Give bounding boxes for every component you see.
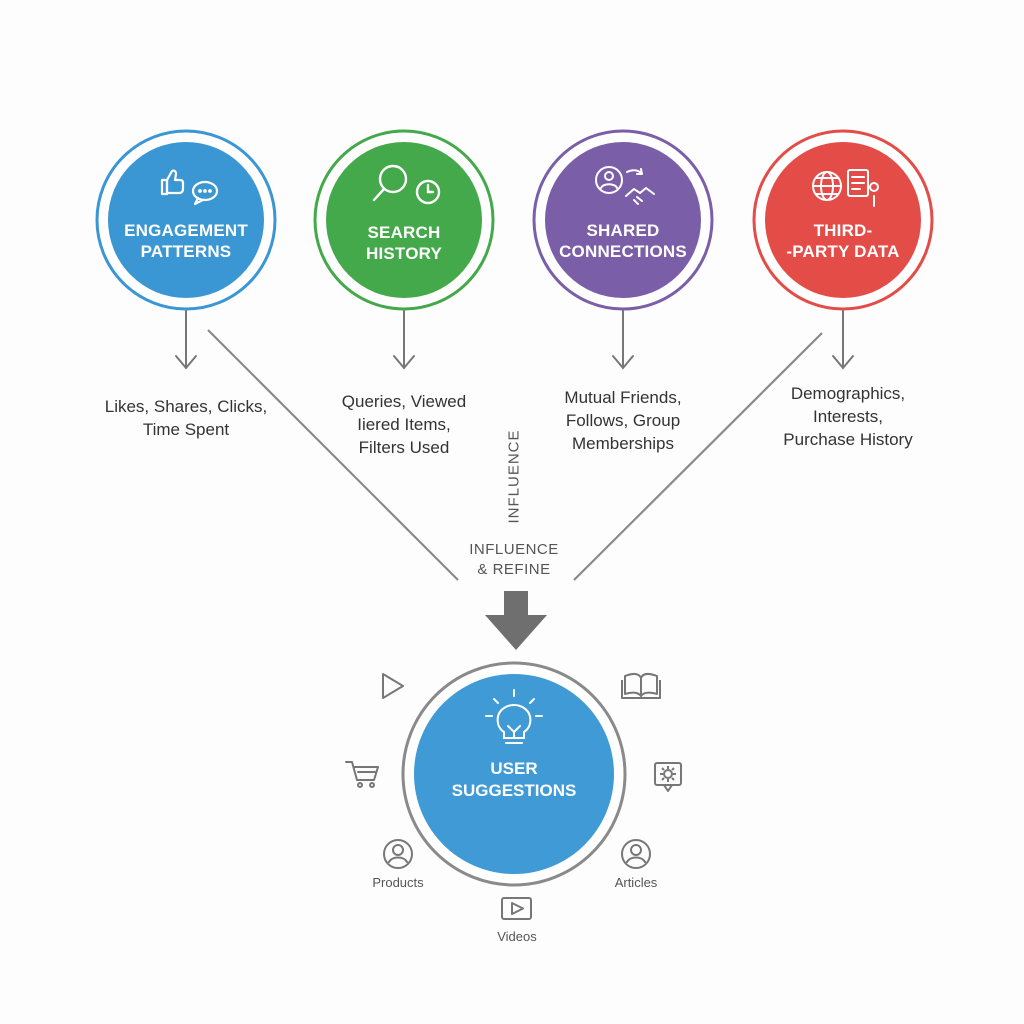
lightbulb-icon [485,689,543,744]
user-circle-icon [383,839,413,869]
source-detail-thirdparty: Demographics,Interests,Purchase History [783,384,913,449]
source-node-shared [532,129,714,311]
handshake-user-icon [595,166,655,205]
source-node-thirdparty [752,129,934,311]
hub-node [401,661,627,887]
source-node-search [313,129,495,311]
gear-bubble-icon [654,762,682,792]
converge-line-right [573,332,823,581]
search-clock-icon [372,164,441,205]
output-label-products: Products [372,875,424,890]
influence-vertical-label: INFLUENCE [505,429,523,524]
like-comment-icon [160,169,219,206]
cart-icon [345,761,379,788]
play-icon [382,673,404,699]
arrow-search-down [393,310,415,370]
book-icon [621,672,661,699]
influence-refine-label: INFLUENCE& REFINE [469,541,559,578]
output-label-videos: Videos [497,929,537,944]
arrow-engagement-down [175,310,197,370]
main-down-arrow [485,591,547,650]
source-node-engagement [95,129,277,311]
user-circle-icon [621,839,651,869]
source-title-thirdparty: THIRD--PARTY DATA [786,221,900,261]
video-play-icon [501,897,532,920]
converge-line-left [207,329,459,581]
output-label-articles: Articles [614,875,658,890]
arrow-thirdparty-down [832,310,854,370]
arrow-shared-down [612,310,634,370]
source-detail-engagement: Likes, Shares, Clicks,Time Spent [104,397,268,439]
globe-data-icon [812,169,879,207]
